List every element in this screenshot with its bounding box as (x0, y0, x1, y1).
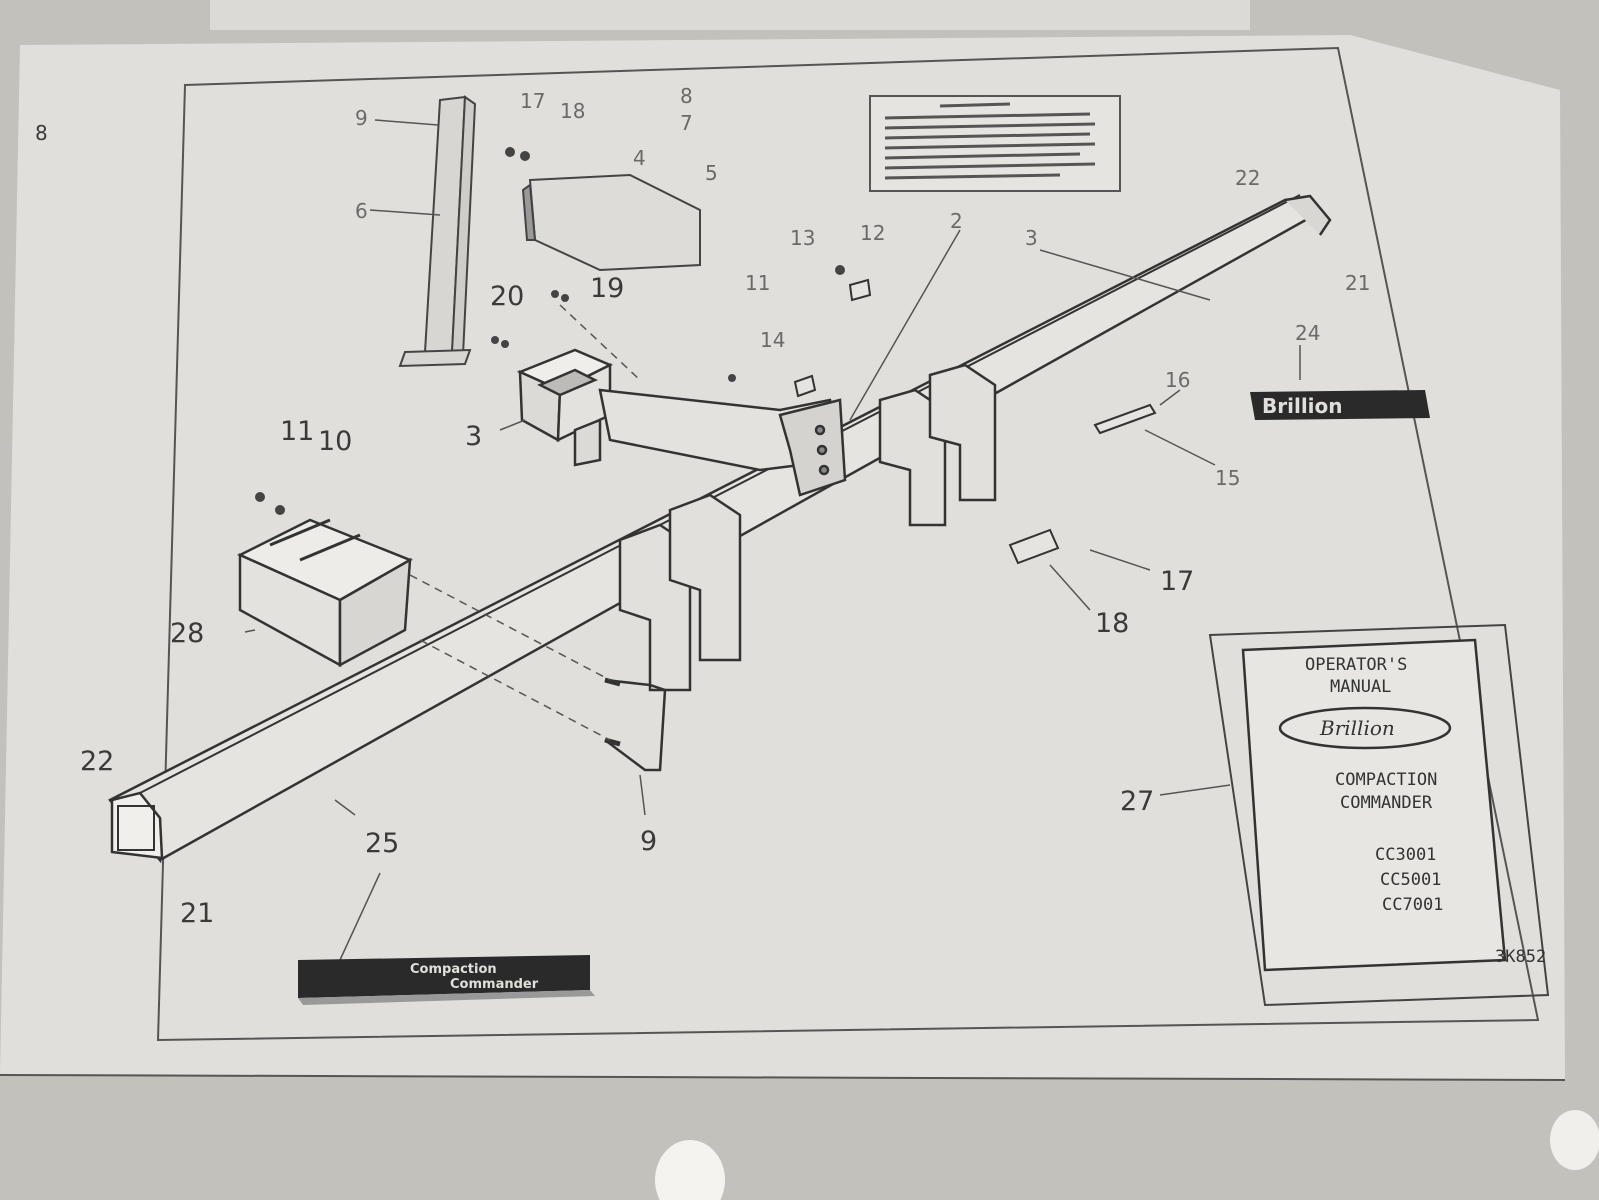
callout-21: 21 (180, 898, 214, 929)
manual-model3: CC7001 (1382, 895, 1443, 915)
manual-brand: Brillion (1319, 716, 1395, 740)
callout-17: 17 (1160, 566, 1194, 597)
manual-part-number: 3K852 (1495, 947, 1546, 967)
manual-product2: COMMANDER (1340, 793, 1433, 813)
callout-5: 5 (705, 161, 718, 185)
callout-24: 24 (1295, 321, 1320, 345)
post-part (398, 95, 477, 368)
manual-model1: CC3001 (1375, 845, 1436, 865)
callout-2: 2 (950, 209, 963, 233)
pins (793, 278, 1157, 565)
callout-7: 7 (680, 111, 693, 135)
manual-line2: MANUAL (1330, 677, 1391, 697)
callout-6: 6 (355, 199, 368, 223)
shank-brackets-right (878, 363, 997, 527)
callout-17-top: 17 (520, 89, 545, 113)
callout-12: 12 (860, 221, 885, 245)
back-page-edge (210, 0, 1250, 30)
callout-20: 20 (490, 281, 524, 312)
paper-sheet (0, 35, 1565, 1080)
callout-3: 3 (465, 421, 482, 452)
callout-10: 10 (318, 426, 352, 457)
callout-labels: 3 2 3 4 5 6 7 8 9 9 10 11 11 12 13 14 15… (80, 84, 1370, 929)
callout-8: 8 (680, 84, 693, 108)
compaction-commander-decal: Compaction Commander (298, 955, 595, 1005)
callout-22-right: 22 (1235, 166, 1260, 190)
callout-4: 4 (633, 146, 646, 170)
callout-27: 27 (1120, 786, 1154, 817)
callout-11: 11 (280, 416, 314, 447)
callout-28: 28 (170, 618, 204, 649)
binder-hole (655, 1140, 725, 1200)
assembly-dashed-lines (409, 304, 641, 741)
bracket-plate (521, 173, 701, 272)
warning-decal (869, 95, 1121, 192)
decal-line1: Compaction (410, 962, 497, 977)
callout-15: 15 (1215, 466, 1240, 490)
manual-product1: COMPACTION (1335, 770, 1437, 790)
callout-13: 13 (790, 226, 815, 250)
callout-18-top: 18 (560, 99, 585, 123)
leader-lines (244, 119, 1301, 961)
callout-1: 3 (1025, 226, 1038, 250)
callout-9: 9 (640, 826, 657, 857)
callout-18: 18 (1095, 608, 1129, 639)
callout-21-right: 21 (1345, 271, 1370, 295)
u-bolt (604, 677, 667, 772)
weight-box (237, 518, 413, 668)
callout-19: 19 (590, 273, 624, 304)
brillion-logo-decal: Brillion (1250, 390, 1430, 420)
callout-22: 22 (80, 746, 114, 777)
callout-16: 16 (1165, 368, 1190, 392)
callout-11-b: 11 (745, 271, 770, 295)
callout-25: 25 (365, 828, 399, 859)
hitch-assembly (516, 348, 847, 497)
callout-9-top: 9 (355, 106, 368, 130)
decal-line2: Commander (450, 977, 539, 992)
shank-brackets-left (618, 493, 742, 692)
drawing-border (156, 46, 1540, 1042)
manual-line1: OPERATOR'S (1305, 655, 1407, 675)
page-corner-mark: 8 (35, 121, 48, 145)
hardware-fasteners (255, 147, 845, 515)
operators-manual-cover: OPERATOR'S MANUAL Brillion COMPACTION CO… (1208, 623, 1550, 1007)
brillion-logo-text: Brillion (1262, 394, 1343, 418)
manual-model2: CC5001 (1380, 870, 1441, 890)
callout-14: 14 (760, 328, 785, 352)
